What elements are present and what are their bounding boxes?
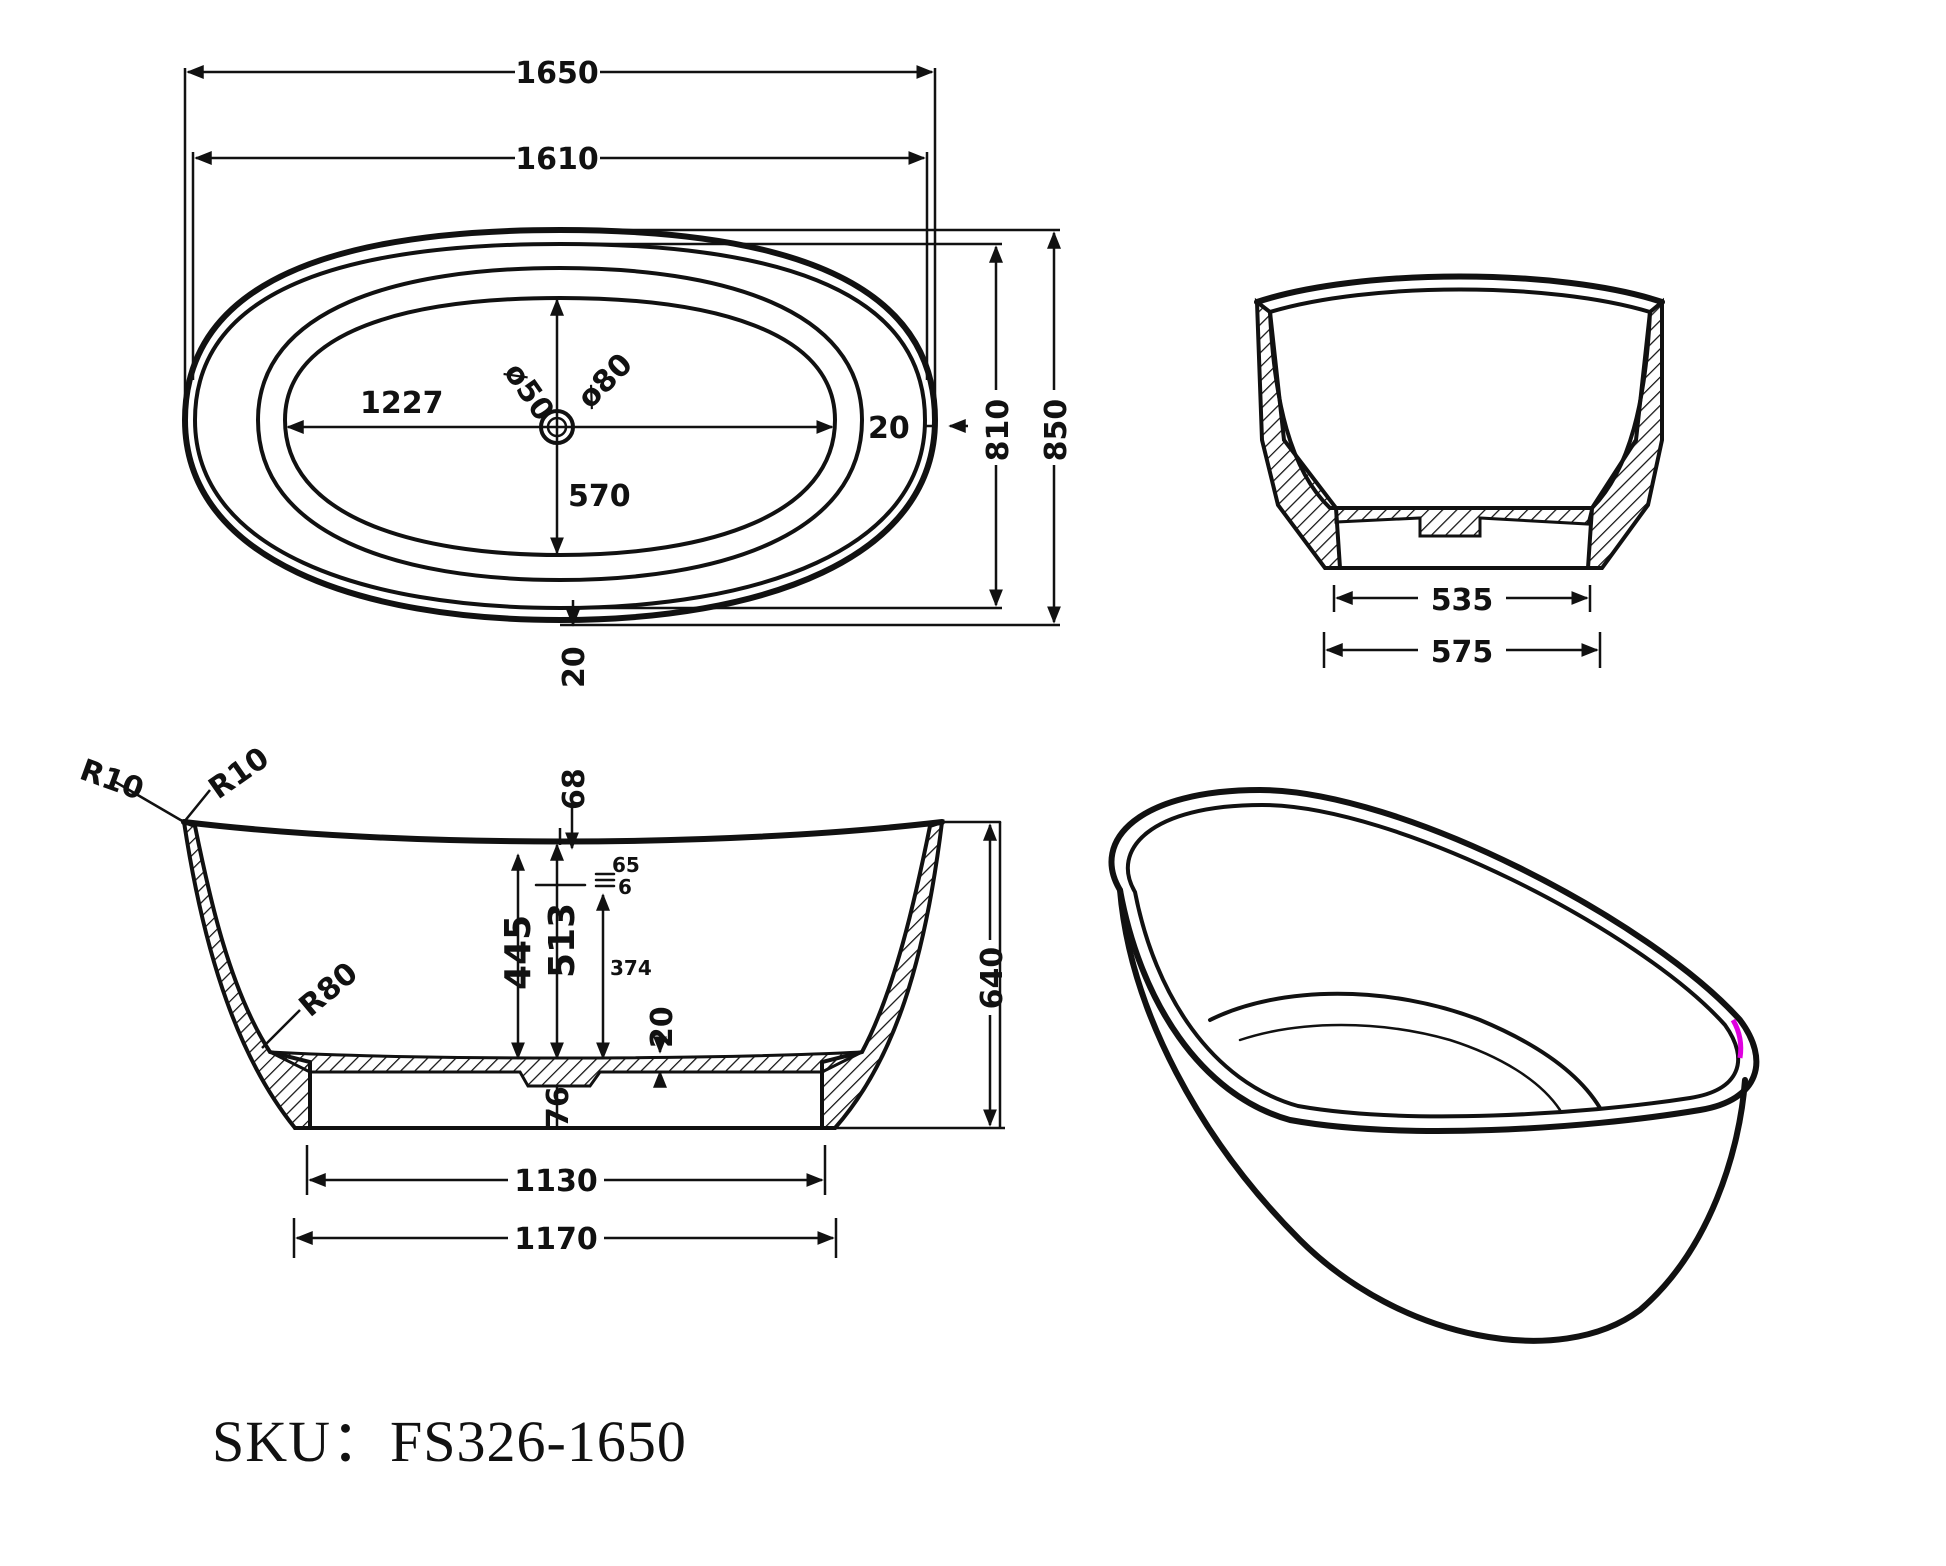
label-65: 65 xyxy=(612,853,640,877)
persp-highlight xyxy=(1730,1018,1744,1059)
label-drain-50: ø50 xyxy=(496,357,560,428)
leader-r10-left xyxy=(111,778,185,824)
label-20-floor: 20 xyxy=(645,1006,680,1048)
end-rim-inner xyxy=(1268,287,1652,314)
label-20-right: 20 xyxy=(868,411,910,446)
label-1650: 1650 xyxy=(515,56,599,91)
side-wall-right xyxy=(820,819,945,1130)
label-1227: 1227 xyxy=(360,386,444,421)
label-513: 513 xyxy=(542,903,583,978)
side-view: R10 R10 R80 68 445 513 65 6 374 20 76 xyxy=(75,741,1010,1258)
end-wall-left xyxy=(1254,297,1343,570)
label-1170: 1170 xyxy=(514,1222,598,1257)
label-r10-right: R10 xyxy=(203,741,276,807)
top-view: 1227 570 ø50 ø80 1650 1610 20 20 810 xyxy=(182,56,1074,688)
label-1130: 1130 xyxy=(514,1164,598,1199)
label-640: 640 xyxy=(975,947,1010,1010)
label-68: 68 xyxy=(557,768,592,810)
label-drain-80: ø80 xyxy=(571,347,640,416)
persp-basin xyxy=(1208,991,1602,1110)
label-20-bottom: 20 xyxy=(557,646,592,688)
leader-r80 xyxy=(261,1009,301,1049)
persp-body xyxy=(1117,887,1748,1344)
label-r10-left: R10 xyxy=(75,753,148,808)
label-850: 850 xyxy=(1039,399,1074,462)
label-1610: 1610 xyxy=(515,142,599,177)
side-floor xyxy=(269,1050,863,1088)
label-535: 535 xyxy=(1431,583,1494,618)
label-810: 810 xyxy=(981,399,1016,462)
top-basin-ring xyxy=(256,266,864,582)
label-76: 76 xyxy=(541,1086,576,1128)
end-floor xyxy=(1334,506,1594,538)
side-wall-left xyxy=(181,818,312,1130)
persp-rim-inner xyxy=(1125,803,1741,1119)
persp-floor xyxy=(1238,1023,1562,1112)
perspective-view xyxy=(1108,787,1760,1344)
label-r80: R80 xyxy=(293,956,365,1025)
end-rim-outer xyxy=(1254,273,1665,305)
label-570: 570 xyxy=(568,479,631,514)
sku-label: SKU：FS326-1650 xyxy=(212,1409,687,1474)
end-basin xyxy=(1268,310,1652,510)
label-6: 6 xyxy=(618,875,632,899)
side-rim xyxy=(181,819,945,845)
label-445: 445 xyxy=(498,915,539,990)
end-wall-right xyxy=(1585,297,1664,570)
label-575: 575 xyxy=(1431,635,1494,670)
leader-r10-right xyxy=(183,789,211,823)
top-basin-floor xyxy=(283,296,837,557)
end-view: 535 575 xyxy=(1254,273,1665,670)
persp-rim-outer xyxy=(1108,787,1760,1134)
label-374: 374 xyxy=(610,956,652,980)
top-inner-rim xyxy=(193,242,927,610)
